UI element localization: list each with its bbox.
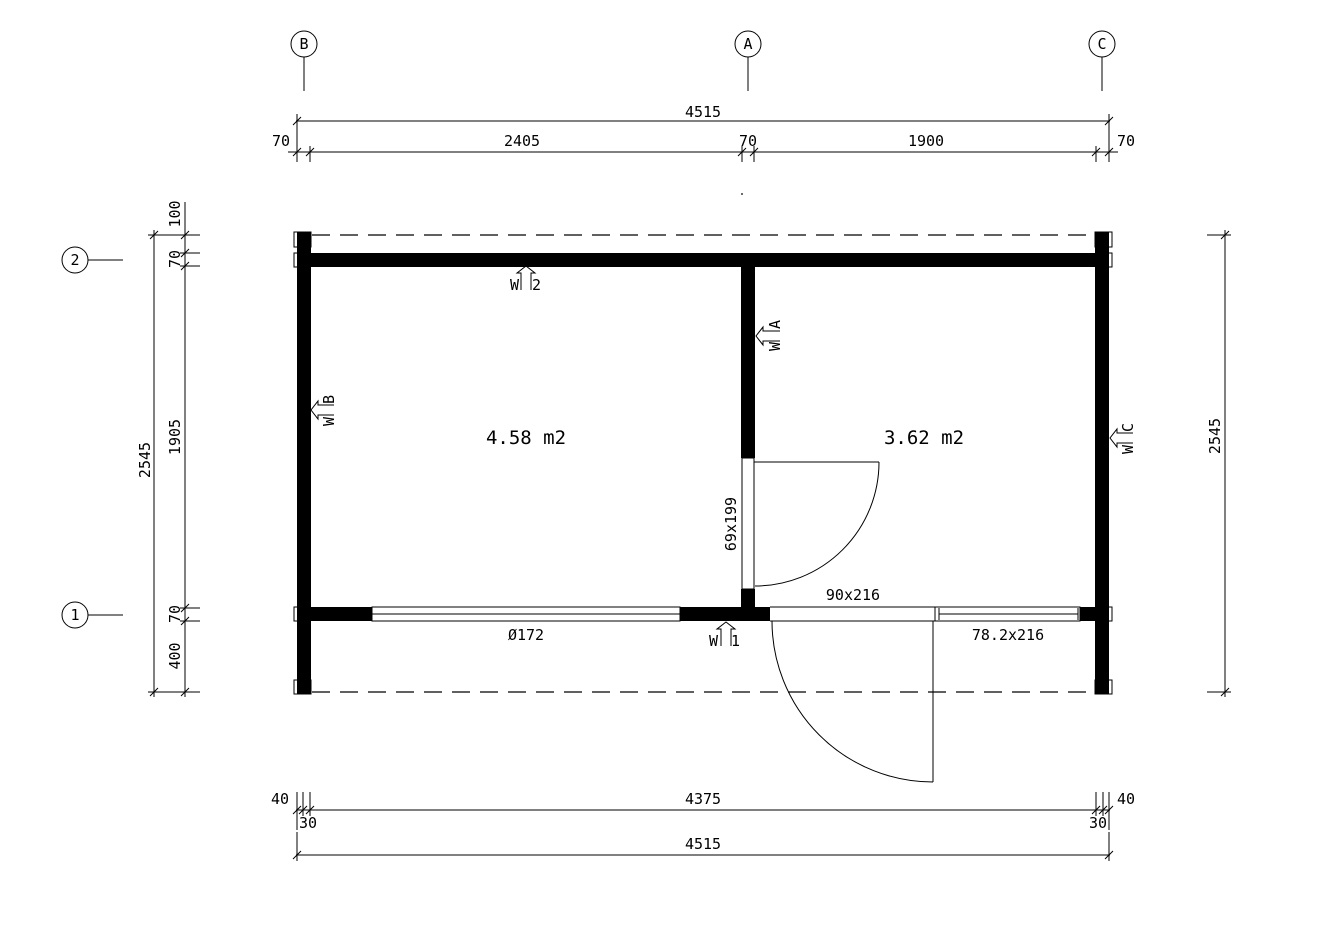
svg-text:W: W (1119, 444, 1137, 454)
front-door (770, 606, 935, 783)
svg-text:W: W (709, 632, 719, 650)
right-dimension-overall: 2545 (1206, 230, 1231, 697)
left-bottom-overhang-value: 400 (166, 642, 184, 669)
inner-door-label: 69x199 (722, 497, 740, 551)
wall-bottom-mid (680, 607, 770, 621)
top-right-end-value: 70 (1117, 132, 1135, 150)
top-mid-wall-value: 70 (739, 132, 757, 150)
grid-axis-b-label: B (299, 35, 308, 53)
wall-marker-wc: W C (1119, 423, 1137, 454)
grid-axis-2-label: 2 (70, 251, 79, 269)
bottom-dimension-chain: 40 30 4375 30 40 (271, 790, 1135, 832)
left-overall-value: 2545 (136, 442, 154, 478)
left-top-wall-value: 70 (166, 250, 184, 268)
grid-axis-a-label: A (743, 35, 752, 53)
inner-door (741, 457, 880, 590)
front-door-label: 90x216 (826, 586, 880, 604)
room-left-area: 4.58 m2 (486, 427, 566, 449)
svg-text:W: W (320, 416, 338, 426)
bottom-dimension-overall: 4515 (292, 832, 1114, 861)
wall-marker-wb-arrow (310, 399, 334, 421)
bottom-left-inset-value: 30 (299, 814, 317, 832)
top-right-span-value: 1900 (908, 132, 944, 150)
left-inner-value: 1905 (166, 419, 184, 455)
bottom-right-inset-value: 30 (1089, 814, 1107, 832)
bottom-right-end-value: 40 (1117, 790, 1135, 808)
svg-text:C: C (1119, 423, 1137, 432)
bottom-inner-value: 4375 (685, 790, 721, 808)
wall-partition-upper (741, 267, 755, 458)
window-left (371, 606, 681, 622)
wall-bottom-left (297, 607, 372, 621)
window-right-label: 78.2x216 (972, 626, 1044, 644)
grid-axis-2: 2 (61, 246, 123, 274)
wall-top (297, 253, 1109, 267)
svg-text:1: 1 (731, 632, 740, 650)
grid-axis-c-label: C (1097, 35, 1106, 53)
svg-text:W: W (510, 276, 520, 294)
wall-marker-wb: W B (320, 395, 338, 426)
grid-axis-c: C (1088, 30, 1116, 91)
wall-marker-wa-arrow (755, 325, 780, 347)
grid-axis-a: A (734, 30, 762, 91)
bottom-left-end-value: 40 (271, 790, 289, 808)
left-top-overhang-value: 100 (166, 200, 184, 227)
top-overall-value: 4515 (685, 103, 721, 121)
window-right (934, 606, 1081, 622)
wall-marker-wc-arrow (1109, 427, 1133, 449)
plan-dot (741, 193, 743, 195)
wall-marker-wa: W A (766, 320, 784, 351)
left-bottom-wall-value: 70 (166, 605, 184, 623)
top-left-end-value: 70 (272, 132, 290, 150)
top-dimension-overall: 4515 (292, 103, 1114, 162)
svg-text:B: B (320, 395, 338, 404)
svg-text:W: W (766, 341, 784, 351)
svg-text:2: 2 (532, 276, 541, 294)
top-dimension-chain: 70 2405 70 1900 70 (272, 132, 1135, 162)
grid-axis-1: 1 (61, 601, 123, 629)
grid-axis-1-label: 1 (70, 606, 79, 624)
wall-marker-w2: W 2 (510, 265, 541, 294)
walls (293, 231, 1113, 695)
window-left-label: Ø172 (508, 626, 544, 644)
bottom-overall-value: 4515 (685, 835, 721, 853)
roof-overhang-outline (312, 234, 1096, 693)
left-dimension-overall: 2545 (136, 230, 200, 697)
right-overall-value: 2545 (1206, 418, 1224, 454)
top-left-span-value: 2405 (504, 132, 540, 150)
wall-marker-w1: W 1 (709, 621, 740, 650)
wall-partition-lower (741, 589, 755, 608)
svg-text:A: A (766, 320, 784, 329)
left-dimension-chain: 100 70 1905 70 400 (166, 200, 200, 697)
room-right-area: 3.62 m2 (884, 427, 964, 449)
grid-axis-b: B (290, 30, 318, 91)
